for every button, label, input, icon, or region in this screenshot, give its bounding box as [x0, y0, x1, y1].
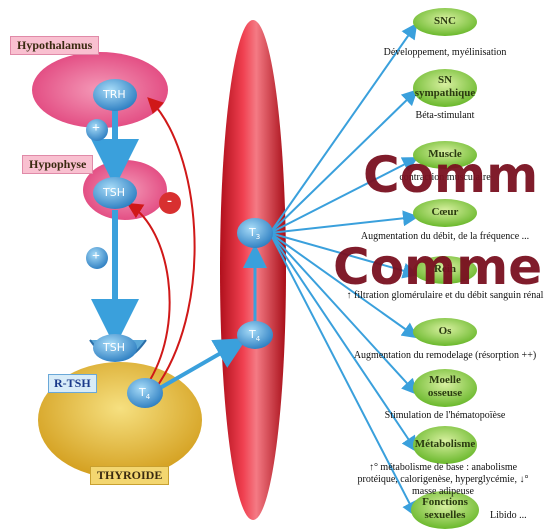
target-desc-5: Augmentation du remodelage (résorption +… — [353, 350, 537, 361]
target-nodes — [411, 8, 479, 529]
t4-vessel-node — [237, 321, 273, 349]
plus-sign-2: + — [92, 249, 100, 264]
tsh-bottom-text: TSH — [103, 341, 125, 354]
t4-release-arrow — [159, 338, 247, 390]
target-desc-4: ↑ filtration glomérulaire et du débit sa… — [346, 290, 544, 301]
target-node-1 — [413, 69, 477, 107]
trh-text: TRH — [103, 88, 126, 101]
watermark-line-1: Comm — [363, 146, 539, 204]
inhibition-badge — [159, 192, 181, 214]
target-desc-8: Libido ... — [490, 510, 527, 521]
target-arrow-4 — [269, 232, 419, 279]
target-desc-0: Développement, myélinisation — [383, 47, 507, 58]
target-node-0 — [413, 8, 477, 36]
feedback-arrow-pituitary — [126, 202, 171, 381]
target-name-0: SNC — [433, 15, 456, 27]
target-desc-3: Augmentation du débit, de la fréquence .… — [360, 231, 530, 242]
trh-node — [93, 79, 137, 111]
target-arrow-6 — [269, 232, 418, 395]
target-name-5: Os — [438, 325, 452, 337]
tsh-top-node — [93, 177, 137, 209]
plus-sign-1: + — [92, 121, 100, 136]
stimulation-badge-2 — [86, 247, 108, 269]
target-name-6: Moelle osseuse — [427, 374, 463, 399]
target-node-6 — [413, 369, 477, 407]
target-name-4: Rein — [434, 263, 456, 275]
target-desc-1: Béta-stimulant — [415, 110, 475, 121]
target-arrows — [269, 22, 419, 518]
target-name-3: Cœur — [431, 206, 459, 218]
t3-vessel-text: T3 — [249, 226, 261, 242]
target-name-1: SN sympathique — [414, 74, 476, 99]
target-name-7: Métabolisme — [414, 438, 476, 450]
target-name-2: Muscle — [428, 148, 462, 160]
tsh-top-text: TSH — [103, 186, 125, 199]
tsh-bottom-node — [93, 334, 137, 362]
target-node-5 — [413, 318, 477, 346]
target-node-4 — [413, 256, 477, 284]
target-arrow-2 — [269, 157, 419, 234]
target-desc-2: contraction musculaire — [399, 172, 491, 183]
target-node-2 — [413, 141, 477, 169]
hypothalamus-label: Hypothalamus — [10, 36, 100, 55]
target-arrow-7 — [269, 232, 418, 453]
thyroide-label: THYROIDE — [90, 466, 170, 485]
target-node-8 — [411, 491, 479, 529]
hypophyse-label: Hypophyse — [22, 155, 94, 174]
t3-vessel-node — [237, 218, 273, 248]
target-node-7 — [413, 426, 477, 464]
target-arrow-0 — [269, 22, 418, 234]
watermark-line-2: Comme — [333, 238, 543, 296]
target-node-3 — [413, 199, 477, 227]
feedback-arrow-hypothalamus — [147, 97, 196, 386]
stimulation-badge-1 — [86, 119, 108, 141]
target-arrow-8 — [269, 232, 417, 518]
blood-vessel — [220, 20, 286, 520]
target-arrow-1 — [269, 89, 418, 234]
target-name-8: Fonctions sexuelles — [422, 496, 468, 521]
target-arrow-5 — [269, 232, 419, 339]
target-arrow-3 — [269, 210, 419, 234]
t4-gland-text: T4 — [139, 386, 151, 402]
rtsh-label: R-TSH — [48, 374, 97, 393]
t4-gland-node — [127, 378, 163, 408]
target-desc-7: ↑° métabolisme de base : anabolisme prot… — [357, 462, 529, 497]
target-desc-6: Stimulation de l'hématopoïèse — [384, 410, 506, 421]
t4-vessel-text: T4 — [249, 328, 261, 344]
minus-sign: - — [167, 193, 172, 209]
